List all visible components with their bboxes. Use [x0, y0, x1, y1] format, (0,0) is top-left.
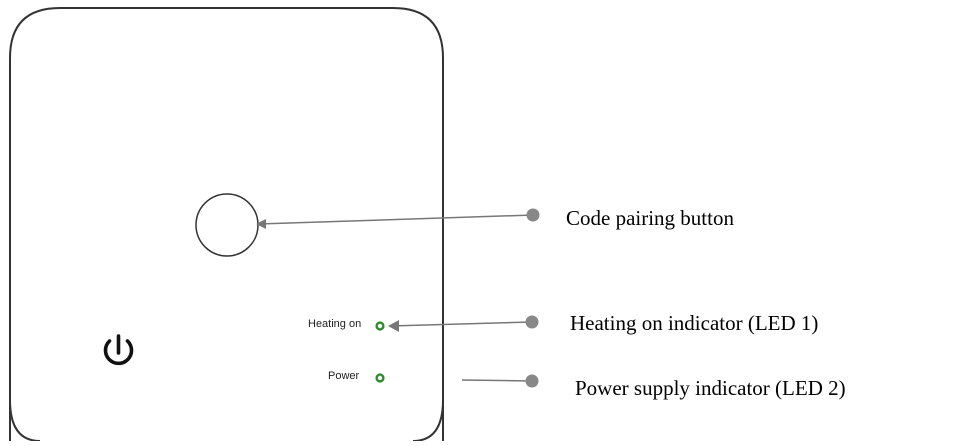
pairing-button-callout: Code pairing button — [566, 206, 734, 230]
heating-leader-dot — [525, 315, 539, 329]
pairing-leader-dot — [526, 208, 540, 222]
pairing-leader-line — [257, 214, 534, 225]
power-led-label: Power — [328, 370, 360, 382]
heating-led-label: Heating on — [308, 318, 362, 330]
device-bottom-right-corner — [412, 399, 444, 442]
heating-indicator-callout: Heating on indicator (LED 1) — [570, 311, 819, 335]
power-icon[interactable] — [103, 334, 134, 366]
power-leader-line — [461, 379, 533, 382]
device-bottom-left-corner — [9, 399, 41, 442]
pairing-leader-arrowhead — [256, 219, 266, 229]
power-led — [375, 373, 385, 383]
power-indicator-callout: Power supply indicator (LED 2) — [575, 376, 846, 400]
heating-leader-arrowhead — [388, 320, 399, 332]
pairing-button[interactable] — [195, 193, 259, 257]
device-body-outline — [9, 7, 444, 441]
power-leader-dot — [525, 374, 539, 388]
heating-led — [375, 321, 385, 331]
heating-leader-line — [389, 321, 533, 327]
